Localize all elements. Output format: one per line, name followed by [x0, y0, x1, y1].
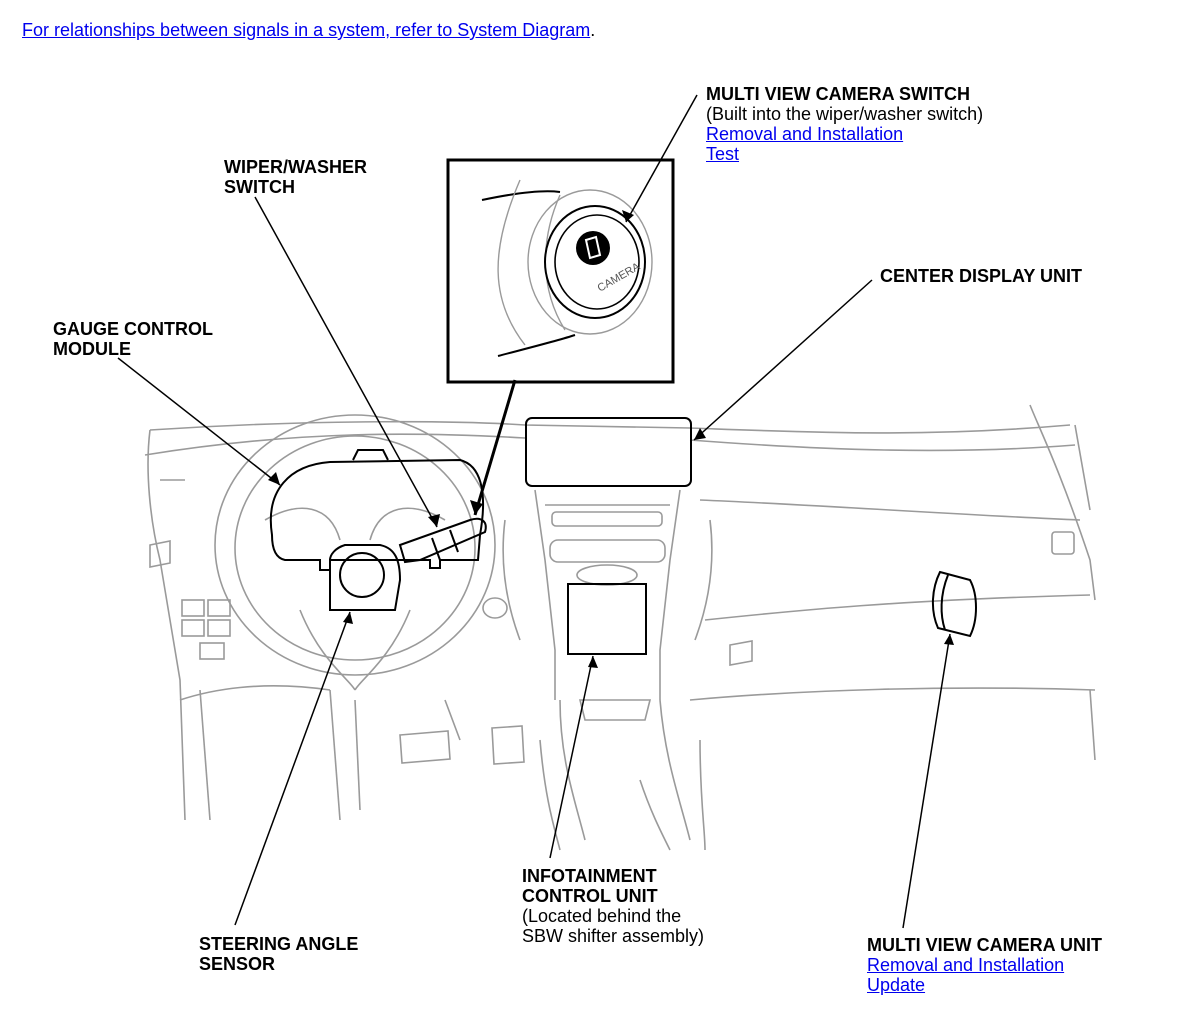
callout-camera-unit: MULTI VIEW CAMERA UNIT Removal and Insta… [867, 935, 1102, 995]
callout-center-display: CENTER DISPLAY UNIT [880, 266, 1082, 286]
camera-unit-shape [932, 570, 977, 638]
infotainment-note-1: (Located behind the [522, 906, 682, 926]
leader-arrowheads [268, 210, 954, 668]
camera-switch-removal-link[interactable]: Removal and Installation [706, 124, 904, 144]
wiper-switch-title-1: WIPER/WASHER [224, 157, 368, 177]
callout-steering-sensor: STEERING ANGLE SENSOR [199, 934, 358, 974]
gauge-cluster [269, 458, 484, 571]
leader-wiper-switch [254, 196, 438, 528]
steering-sensor-title-1: STEERING ANGLE [199, 934, 359, 954]
camera-unit-update-link[interactable]: Update [867, 975, 926, 995]
dashboard-outline [144, 404, 1096, 851]
intro-line: For relationships between signals in a s… [22, 20, 595, 41]
system-diagram-link[interactable]: For relationships between signals in a s… [22, 20, 591, 40]
leader-camera-switch [625, 94, 698, 223]
callout-gauge-module: GAUGE CONTROL MODULE [53, 319, 213, 359]
infotainment-title-1: INFOTAINMENT [522, 866, 657, 886]
camera-unit-removal-link[interactable]: Removal and Installation [867, 955, 1065, 975]
camera-switch-test-link[interactable]: Test [706, 144, 740, 164]
leader-infotainment [549, 655, 594, 859]
camera-icon [576, 231, 610, 265]
callout-wiper-switch: WIPER/WASHER SWITCH [224, 157, 367, 197]
infotainment-note-2: SBW shifter assembly) [522, 926, 705, 946]
leader-steering-sensor [234, 611, 351, 926]
infotainment-box [567, 583, 647, 655]
inset-detail: CAMERA [446, 158, 675, 384]
leader-lines [117, 94, 951, 929]
wiper-stalk [398, 517, 487, 564]
leader-center-display [693, 279, 873, 441]
callout-camera-switch: MULTI VIEW CAMERA SWITCH (Built into the… [706, 84, 983, 164]
inset-connector [473, 379, 517, 516]
leader-gauge-module [117, 357, 281, 486]
center-display [525, 417, 692, 487]
steering-sensor-title-2: SENSOR [199, 954, 276, 974]
leader-camera-unit [902, 633, 951, 929]
camera-switch-title: MULTI VIEW CAMERA SWITCH [706, 84, 970, 104]
steering-angle-sensor [329, 544, 402, 611]
gauge-module-title-1: GAUGE CONTROL [53, 319, 213, 339]
center-display-title: CENTER DISPLAY UNIT [880, 266, 1083, 286]
component-drawings [269, 417, 977, 655]
intro-period: . [590, 20, 596, 40]
camera-unit-title: MULTI VIEW CAMERA UNIT [867, 935, 1102, 955]
wiper-switch-title-2: SWITCH [224, 177, 295, 197]
infotainment-title-2: CONTROL UNIT [522, 886, 658, 906]
gauge-module-title-2: MODULE [53, 339, 131, 359]
callout-infotainment: INFOTAINMENT CONTROL UNIT (Located behin… [522, 866, 704, 946]
camera-switch-note: (Built into the wiper/washer switch) [706, 104, 984, 124]
